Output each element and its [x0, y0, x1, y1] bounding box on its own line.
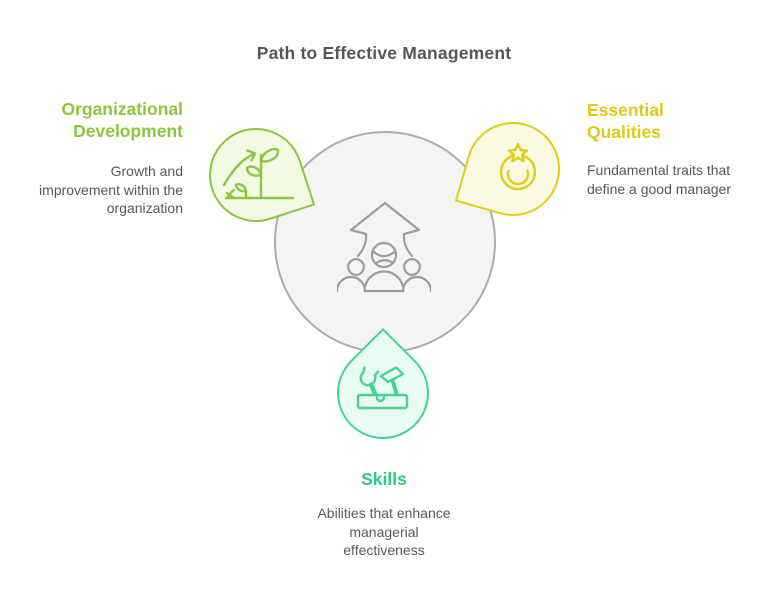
node-description-organizational-development: Growth and improvement within the organi…	[39, 163, 183, 216]
node-label-organizational-development: Organizational Development	[61, 99, 183, 141]
node-description-skills: Abilities that enhance managerial effect…	[317, 505, 451, 558]
tools-icon	[352, 362, 414, 412]
team-up-arrow-icon	[337, 198, 431, 294]
diagram-title: Path to Effective Management	[256, 43, 512, 63]
node-label-essential-qualities: Essential Qualities	[587, 100, 664, 142]
award-star-icon	[497, 140, 539, 196]
growth-plant-icon	[218, 145, 296, 203]
node-label-skills: Skills	[361, 469, 407, 489]
node-description-essential-qualities: Fundamental traits that define a good ma…	[587, 162, 731, 197]
